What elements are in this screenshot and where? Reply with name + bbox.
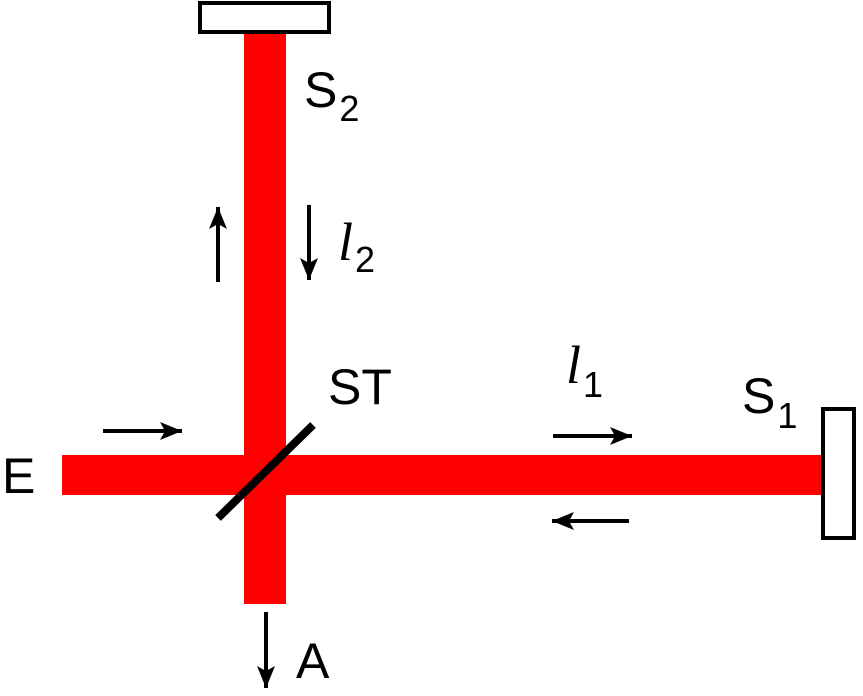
label-mirror2-sub: 2 xyxy=(339,88,359,129)
beam-horizontal xyxy=(62,455,822,495)
arrow-arm1-back xyxy=(552,512,629,530)
mirror-s1 xyxy=(821,407,856,540)
label-mirror2-main: S xyxy=(304,62,337,118)
beam-vertical xyxy=(244,32,286,604)
label-mirror1-main: S xyxy=(742,368,775,424)
label-mirror1: S1 xyxy=(742,368,797,436)
label-splitter: ST xyxy=(328,359,392,415)
beam-splitter xyxy=(215,422,316,521)
label-arm1: l1 xyxy=(566,335,603,405)
arrow-arm2-down xyxy=(300,205,318,280)
label-mirror1-sub: 1 xyxy=(777,395,797,436)
mirror-s2 xyxy=(198,1,331,34)
arrow-arm1-out xyxy=(553,427,632,445)
label-arm1-main: l xyxy=(566,335,581,395)
label-mirror2: S2 xyxy=(304,62,359,129)
arrow-input xyxy=(103,422,182,440)
arrow-output xyxy=(257,612,275,688)
label-arm2-main: l xyxy=(338,212,353,272)
arrow-arm2-up xyxy=(209,207,227,282)
label-source: E xyxy=(2,448,35,504)
label-arm1-sub: 1 xyxy=(583,364,603,405)
label-detector: A xyxy=(296,633,330,689)
label-arm2: l2 xyxy=(338,212,375,280)
label-arm2-sub: 2 xyxy=(355,239,375,280)
